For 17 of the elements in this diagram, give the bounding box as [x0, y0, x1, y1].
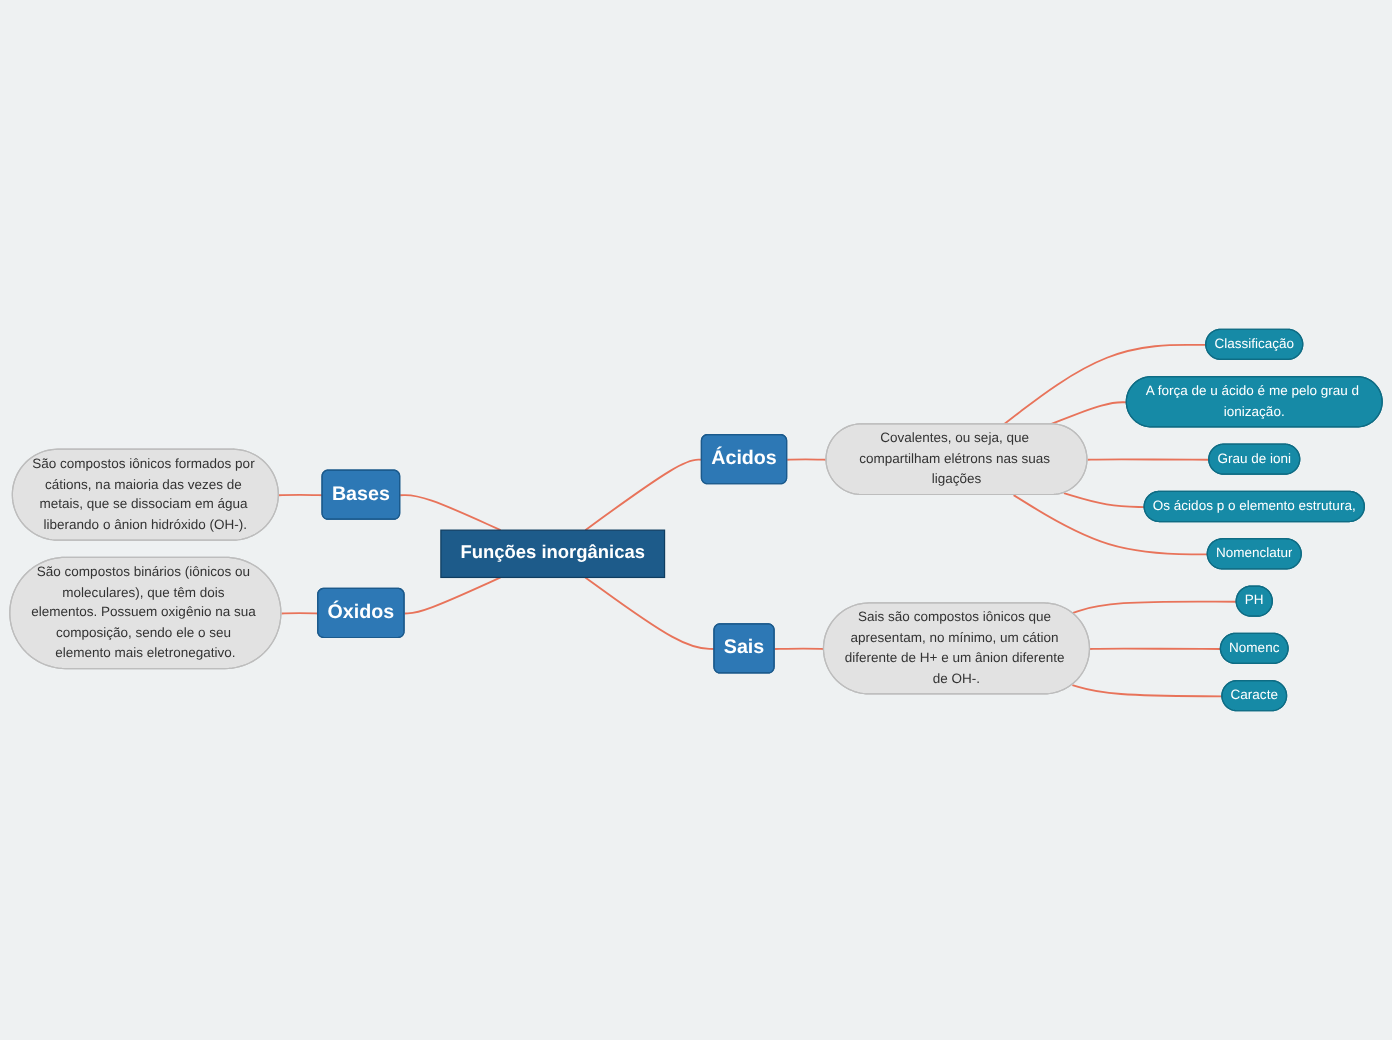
connector	[278, 493, 324, 497]
connector	[584, 458, 703, 532]
connector	[1002, 343, 1208, 426]
connector	[1049, 401, 1128, 426]
connector	[403, 576, 502, 615]
connector	[280, 612, 320, 615]
connector	[773, 647, 825, 650]
connector	[1012, 494, 1209, 556]
connector	[584, 576, 716, 650]
connector	[1089, 647, 1222, 650]
connector	[1062, 492, 1146, 509]
connector	[1071, 684, 1224, 698]
connector	[1071, 600, 1238, 614]
connector	[786, 458, 828, 461]
node-box: Funções inorgânicas	[440, 529, 666, 579]
connector	[1086, 458, 1211, 461]
connector	[399, 494, 502, 532]
